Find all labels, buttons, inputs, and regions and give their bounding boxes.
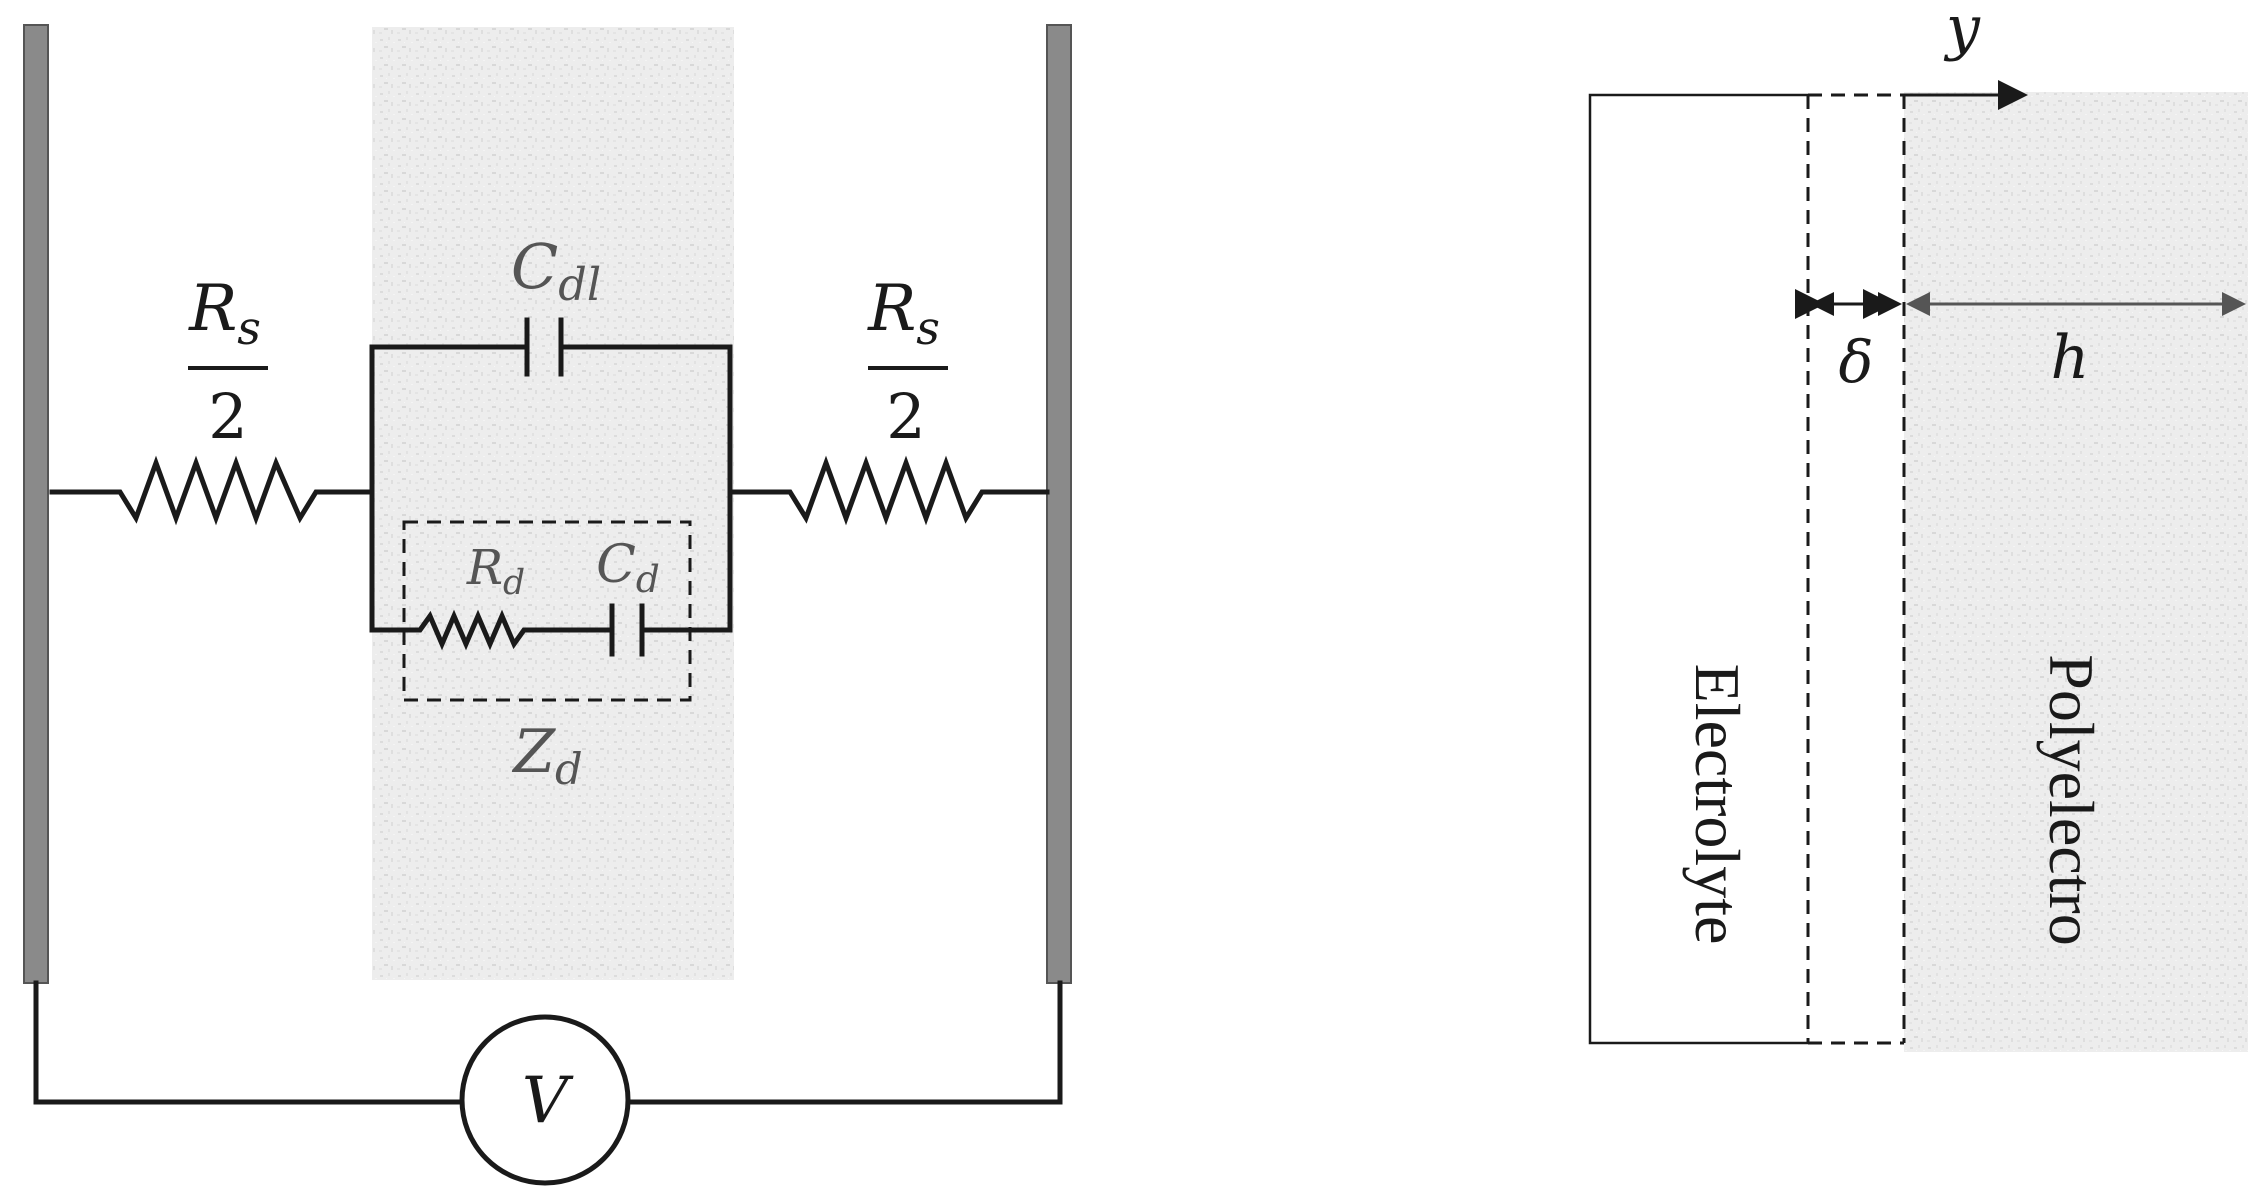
h-arrow-right-head — [2222, 292, 2246, 316]
bottom-wire — [33, 980, 1063, 1105]
voltmeter-circle — [459, 1014, 631, 1186]
electrolyte-box — [1588, 93, 1808, 1045]
cd-label: Cd — [596, 535, 660, 601]
rs-right-label: Rs 2 — [867, 272, 948, 453]
rd-symbol: R — [466, 540, 503, 596]
polyelectrolyte-region — [1904, 92, 2248, 1052]
zd-dashed-box — [402, 520, 692, 702]
rs-right-subscript: s — [916, 301, 940, 355]
right-resistor — [727, 455, 1050, 526]
cd-symbol: C — [596, 535, 636, 595]
rs-left-denominator: 2 — [208, 380, 247, 453]
svg-text:Rs: Rs — [867, 272, 940, 355]
cd-subscript: d — [636, 557, 660, 601]
rs-left-subscript: s — [237, 301, 261, 355]
left-electrode — [23, 24, 49, 984]
rs-right-denominator: 2 — [886, 380, 925, 453]
rd-label: Rd — [466, 540, 525, 603]
rs-right-symbol: R — [867, 272, 916, 346]
h-arrow-left-head — [1906, 292, 1930, 316]
left-resistor — [49, 455, 375, 526]
zd-subscript: d — [555, 745, 583, 795]
cdl-subscript: dl — [558, 259, 601, 311]
h-label: h — [2051, 323, 2090, 393]
svg-text:Rs: Rs — [188, 272, 261, 355]
parallel-network-frame — [369, 344, 733, 633]
polyelectrolyte-band — [372, 27, 734, 980]
equivalent-circuit: V Rs 2 Rs 2 Cdl Rd Cd — [23, 24, 1072, 1186]
rs-left-label: Rs 2 — [188, 272, 268, 453]
zd-symbol: Z — [511, 717, 556, 787]
y-axis-label: y — [1943, 0, 1981, 63]
cdl-label: Cdl — [511, 230, 601, 311]
cd-capacitor — [609, 603, 733, 657]
interface-schematic: y δ h Electrolyte Polyelectro — [1588, 0, 2248, 1052]
cdl-symbol: C — [511, 230, 558, 303]
rd-subscript: d — [503, 563, 525, 603]
rd-resistor — [369, 609, 615, 651]
delta-arrow-right-head — [1878, 292, 1902, 316]
electrolyte-label: Electrolyte — [1682, 664, 1753, 945]
rs-left-symbol: R — [188, 272, 237, 346]
delta-label: δ — [1839, 328, 1874, 396]
right-electrode — [1046, 24, 1072, 984]
zd-label: Zd — [511, 717, 582, 795]
delta-arrow-left-head — [1810, 292, 1834, 316]
cdl-capacitor — [524, 317, 564, 377]
boundary-layer-dashed — [1806, 93, 1906, 1045]
polyelectrolyte-label: Polyelectro — [2036, 654, 2107, 945]
voltmeter-symbol: V — [522, 1064, 574, 1138]
